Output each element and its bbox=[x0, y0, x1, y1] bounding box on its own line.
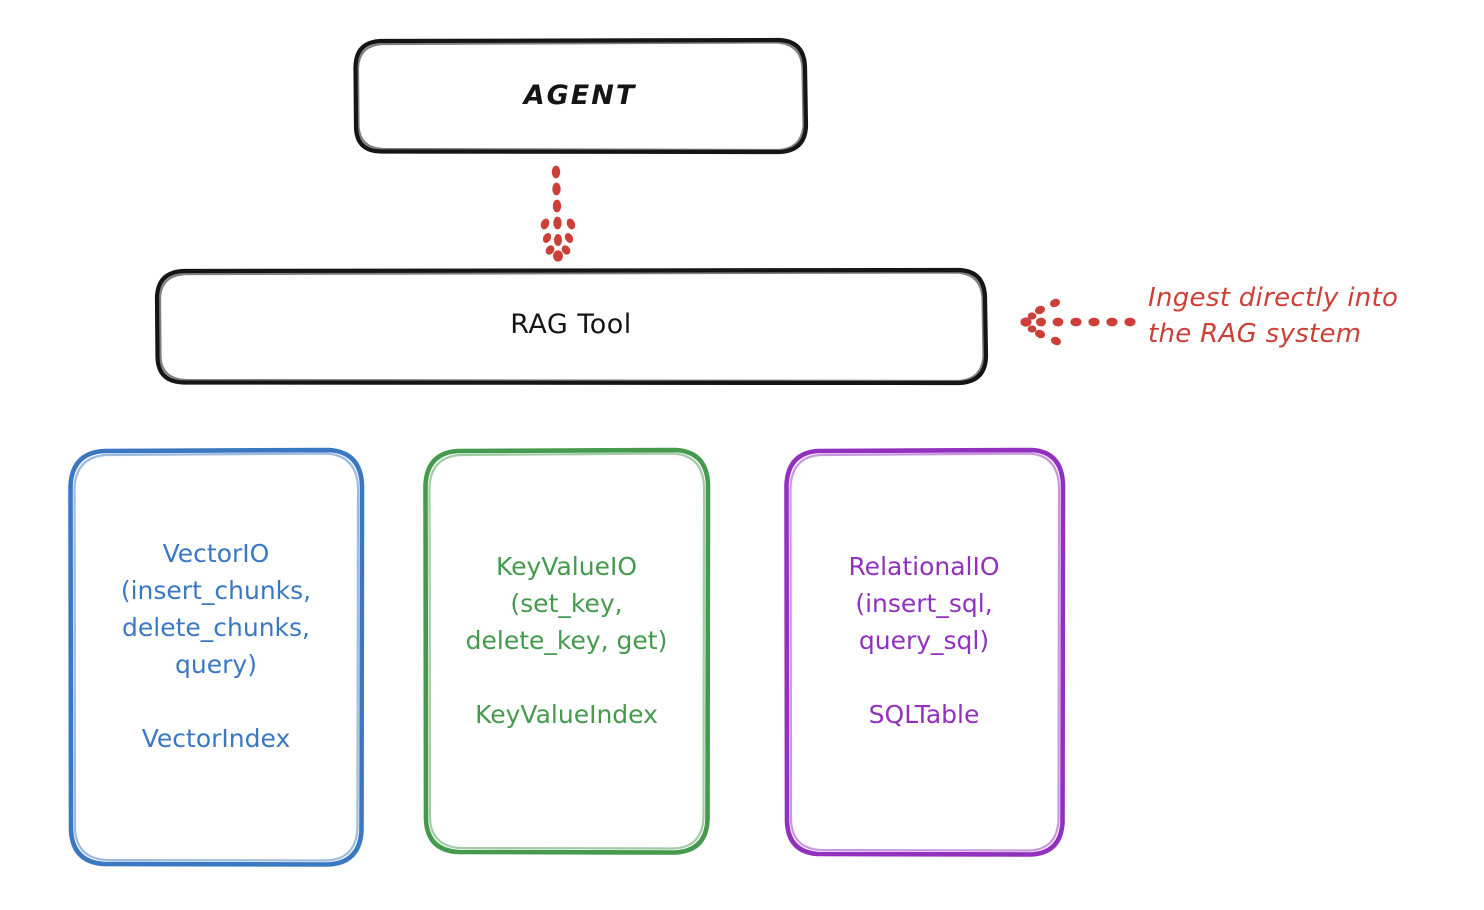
relationalio-box-stroke bbox=[784, 447, 1066, 857]
agent-to-ragtool-arrow bbox=[540, 165, 576, 262]
vectorio-box-stroke bbox=[68, 447, 365, 867]
ragtool-box-stroke bbox=[154, 267, 989, 386]
ingest-annotation-text: Ingest directly into the RAG system bbox=[1148, 283, 1399, 349]
ingest-note-arrow bbox=[1020, 298, 1136, 346]
agent-box-stroke bbox=[353, 37, 809, 155]
keyvalueio-box-stroke bbox=[423, 447, 711, 855]
